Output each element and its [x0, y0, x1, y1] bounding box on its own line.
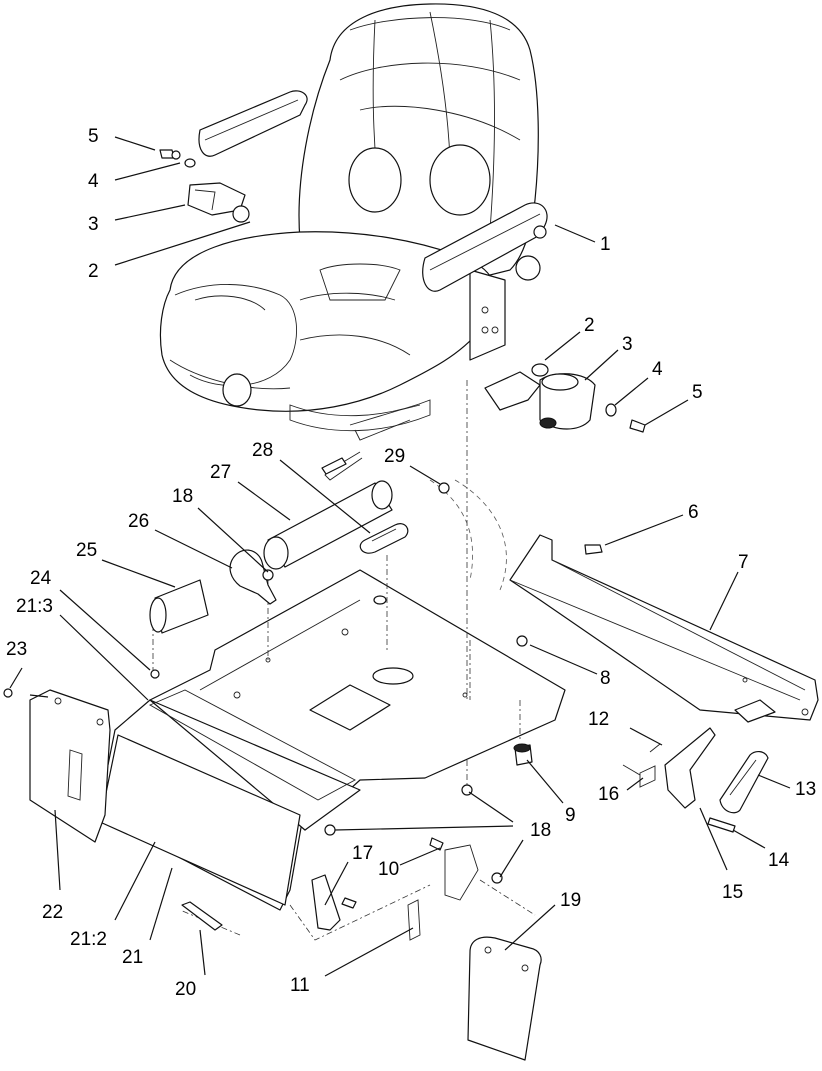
- callout-29: 29: [384, 446, 405, 467]
- callout-17: 17: [352, 843, 373, 864]
- callout-24: 24: [30, 568, 52, 589]
- callout-19: 19: [560, 890, 581, 911]
- callout-21: 21: [122, 947, 143, 968]
- callout-6: 6: [688, 502, 699, 523]
- small-parts: [3, 480, 769, 1061]
- callout-5: 5: [88, 126, 99, 147]
- callout-20: 20: [175, 979, 196, 1000]
- callout-15: 15: [722, 882, 743, 903]
- grommet-28: [359, 523, 409, 554]
- callout-18: 18: [172, 486, 193, 507]
- callout-5: 5: [692, 382, 703, 403]
- callout-2: 2: [88, 261, 99, 282]
- seat-assembly: [159, 3, 548, 481]
- callout-3: 3: [622, 334, 633, 355]
- callout-21-2: 21:2: [70, 929, 107, 950]
- cover-19: [467, 936, 542, 1061]
- callout-23: 23: [6, 639, 27, 660]
- seat-cushion: [159, 231, 497, 412]
- armrest-left: [198, 90, 308, 157]
- callout-9: 9: [565, 805, 576, 826]
- seatbelt-buckle-left: [159, 149, 250, 223]
- seat-rail: [509, 534, 819, 723]
- callout-22: 22: [42, 902, 63, 923]
- side-shield: [29, 689, 111, 843]
- callout-1: 1: [600, 234, 611, 255]
- callout-8: 8: [600, 668, 611, 689]
- callout-27: 27: [210, 462, 231, 483]
- lever-15: [664, 727, 716, 809]
- leader-lines: [9, 136, 791, 977]
- callout-28: 28: [252, 440, 273, 461]
- callout-12: 12: [588, 709, 609, 730]
- handle-grip-13: [719, 751, 769, 814]
- callout-10: 10: [378, 859, 399, 880]
- rail-channel: [509, 534, 819, 721]
- callout-labels: 1 2 3 4 5 2 3 4 5 6 7 8 9 10 11 12 13 14…: [6, 126, 816, 1000]
- callout-26: 26: [128, 511, 149, 532]
- callout-25: 25: [76, 540, 97, 561]
- callout-18: 18: [530, 820, 551, 841]
- callout-16: 16: [598, 784, 619, 805]
- callout-2: 2: [584, 315, 595, 336]
- callout-14: 14: [768, 850, 790, 871]
- callout-13: 13: [795, 779, 816, 800]
- callout-3: 3: [88, 214, 99, 235]
- callout-11: 11: [290, 975, 310, 996]
- callout-7: 7: [738, 552, 749, 573]
- pin-20: [181, 901, 223, 931]
- callout-4: 4: [88, 171, 99, 192]
- callout-21-3: 21:3: [16, 596, 53, 617]
- seatbelt-retractor-right: [484, 363, 646, 433]
- callout-4: 4: [652, 359, 663, 380]
- seat-mount-plate: [29, 569, 566, 941]
